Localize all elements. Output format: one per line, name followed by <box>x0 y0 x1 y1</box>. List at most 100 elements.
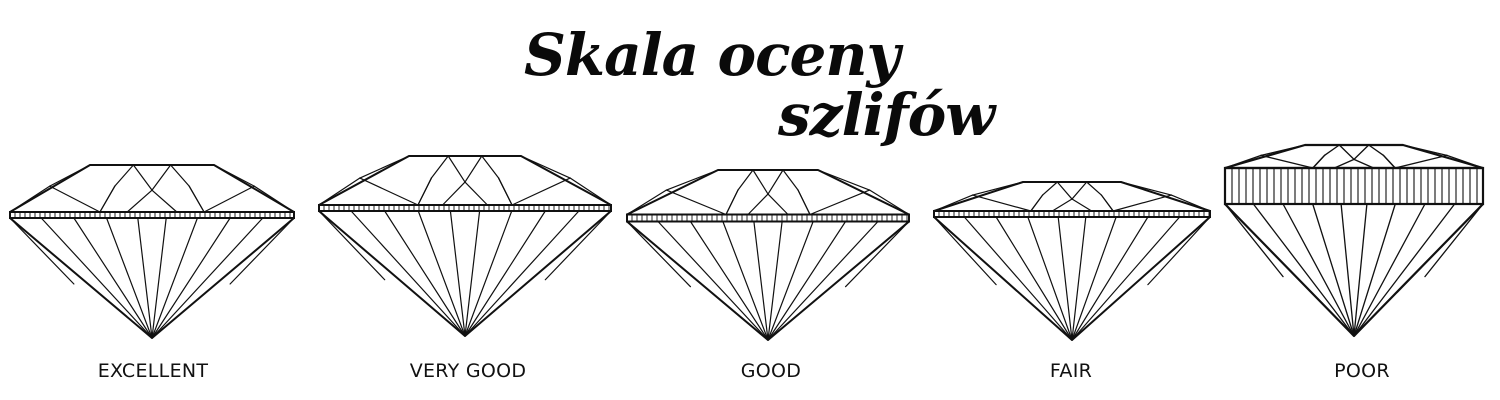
crown-facet <box>1338 144 1355 161</box>
crown-facet <box>132 164 153 191</box>
pavilion-facet <box>137 217 153 339</box>
grade-label-good: GOOD <box>740 360 802 382</box>
grade-label-excellent: EXCELLENT <box>97 360 209 382</box>
crown-facet <box>359 155 410 179</box>
crown-facet <box>868 189 910 216</box>
crown-facet <box>725 189 739 216</box>
crown-facet <box>1071 198 1093 212</box>
crown-outline <box>933 181 1211 212</box>
pavilion-facet <box>1424 203 1484 278</box>
pavilion-facet <box>767 220 879 341</box>
crown-facet <box>359 177 419 206</box>
diamond-poor-illustration <box>1215 140 1500 350</box>
pavilion-facet <box>464 210 481 337</box>
crown-facet <box>442 181 466 206</box>
crown-facet <box>1120 181 1172 196</box>
pavilion-facet <box>464 210 580 337</box>
pavilion-facet <box>318 210 386 281</box>
pavilion-facet <box>40 217 153 339</box>
pavilion-facet <box>1071 216 1149 341</box>
pavilion-facet <box>1340 203 1355 337</box>
pavilion-facet <box>449 210 466 337</box>
crown-facet <box>797 189 811 216</box>
crown-facet <box>188 185 205 213</box>
grade-label-poor: POOR <box>1334 360 1390 382</box>
grade-label-fair: FAIR <box>1049 360 1093 382</box>
crown-facet <box>1030 194 1044 212</box>
girdle-band <box>318 204 612 212</box>
crown-facet <box>511 177 571 206</box>
pavilion-facet <box>1071 216 1181 341</box>
pavilion-facet <box>1147 216 1211 286</box>
crown-facet <box>1333 158 1355 169</box>
pavilion-facet <box>9 217 75 285</box>
girdle-band <box>626 213 910 223</box>
pavilion-facet <box>1071 216 1087 341</box>
crown-facet <box>481 155 500 179</box>
pavilion-facet <box>350 210 466 337</box>
crown-facet <box>665 189 727 216</box>
crown-facet <box>1041 181 1058 196</box>
crown-facet <box>464 155 483 183</box>
crown-facet <box>972 181 1024 196</box>
crown-facet <box>1382 154 1396 169</box>
pavilion-facet <box>151 217 231 339</box>
crown-facet <box>170 164 190 187</box>
pavilion-facet <box>1282 203 1355 337</box>
crown-facet <box>752 169 769 195</box>
pavilion-facet <box>767 220 783 341</box>
crown-facet <box>933 194 974 212</box>
crown-facet <box>1368 144 1385 157</box>
diamond-drawing <box>1223 143 1485 338</box>
diamond-fair-illustration <box>925 140 1225 350</box>
crown-facet <box>1394 154 1448 169</box>
pavilion-facet <box>464 210 513 337</box>
grade-label-very-good: VERY GOOD <box>409 360 527 382</box>
girdle-band <box>1223 166 1485 206</box>
pavilion-facet <box>626 220 692 288</box>
pavilion-outline <box>933 216 1211 341</box>
diamond-drawing <box>318 155 612 337</box>
crown-facet <box>1446 154 1484 169</box>
pavilion-facet <box>1353 203 1456 337</box>
crown-facet <box>318 177 361 206</box>
pavilion-facet <box>963 216 1073 341</box>
title-line-2: szlifów <box>778 81 995 149</box>
crown-facet <box>498 177 513 206</box>
girdle-band <box>933 210 1211 218</box>
crown-facet <box>520 155 571 179</box>
crown-facet <box>1100 194 1114 212</box>
pavilion-outline <box>1224 203 1484 338</box>
diamond-very-good-illustration <box>310 140 612 350</box>
crown-facet <box>1056 181 1073 200</box>
pavilion-facet <box>689 220 769 341</box>
crown-facet <box>1260 144 1306 157</box>
crown-facet <box>1086 181 1102 196</box>
girdle-band <box>9 211 295 219</box>
crown-facet <box>1260 154 1314 169</box>
crown-facet <box>1353 144 1370 161</box>
crown-facet <box>809 189 871 216</box>
crown-facet <box>151 164 172 191</box>
crown-facet <box>99 185 116 213</box>
crown-facet <box>1051 198 1073 212</box>
diamond-drawing <box>626 169 910 341</box>
pavilion-facet <box>1057 216 1073 341</box>
pavilion-facet <box>73 217 153 339</box>
pavilion-facet <box>464 210 546 337</box>
crown-facet <box>1312 154 1326 169</box>
pavilion-facet <box>1252 203 1355 337</box>
crown-facet <box>49 164 91 187</box>
crown-facet <box>1353 158 1375 169</box>
pavilion-outline <box>9 217 295 339</box>
crown-facet <box>253 185 295 213</box>
pavilion-facet <box>151 217 199 339</box>
pavilion-facet <box>1353 203 1368 337</box>
pavilion-facet <box>933 216 997 286</box>
diamond-excellent-illustration <box>0 140 300 350</box>
crown-outline <box>9 164 295 213</box>
crown-facet <box>665 169 719 191</box>
pavilion-facet <box>1071 216 1117 341</box>
pavilion-facet <box>657 220 769 341</box>
pavilion-facet <box>417 210 466 337</box>
